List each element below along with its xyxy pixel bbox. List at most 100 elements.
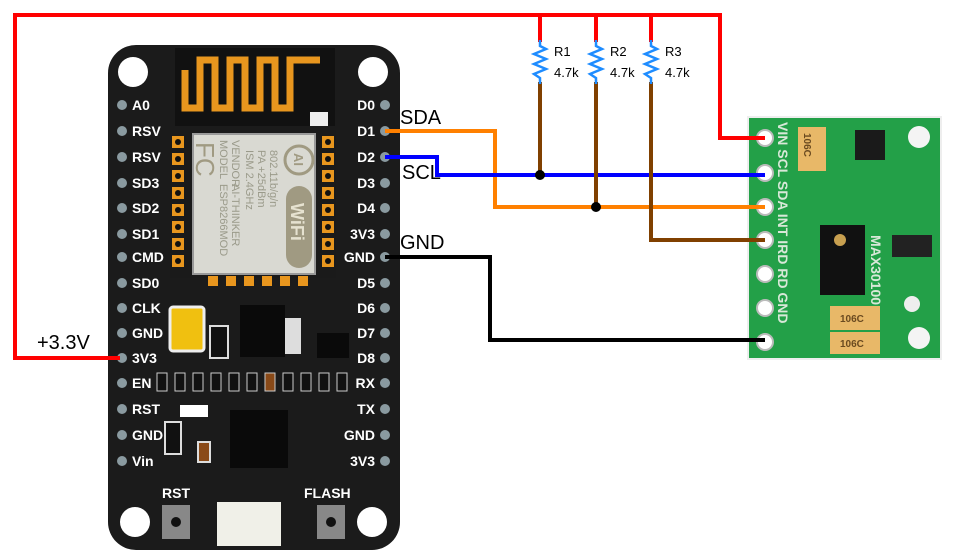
module-logo-fc: FC	[190, 142, 220, 177]
pin-left-rst	[117, 404, 127, 414]
pin-left-sd0	[117, 278, 127, 288]
pin-right-gnd	[380, 430, 390, 440]
smd-component	[282, 372, 294, 392]
pin-right-3v3	[380, 456, 390, 466]
capacitor	[168, 305, 206, 353]
sda-label: SDA	[400, 107, 442, 129]
pin-label: TX	[357, 401, 376, 417]
pin-label: SD2	[132, 200, 159, 216]
ai-logo	[283, 144, 315, 176]
resistor-zigzag	[586, 40, 606, 84]
resistor-zigzag	[530, 40, 550, 84]
pin-left-en	[117, 378, 127, 388]
flash-button-label: FLASH	[304, 485, 351, 501]
pin-label: GND	[132, 325, 163, 341]
pin-label: 3V3	[132, 350, 157, 366]
smd-component	[156, 372, 168, 392]
sda-junction	[591, 202, 601, 212]
pin-label: D0	[357, 97, 375, 113]
smd-component	[228, 372, 240, 392]
tantalum-capacitor	[830, 332, 880, 354]
module-text: ISM 2.4GHz	[243, 150, 255, 210]
capacitor-marking: 106C	[840, 339, 864, 350]
antenna-trace	[181, 56, 320, 112]
module-text: VENDOR	[229, 140, 241, 187]
module-text: ESP8266MOD	[217, 184, 229, 256]
pin-right-rx	[380, 378, 390, 388]
pin-left-rsv	[117, 152, 127, 162]
pin-right-d3	[380, 178, 390, 188]
pin-left-vin	[117, 456, 127, 466]
pin-left-gnd	[117, 430, 127, 440]
pin-label: D1	[357, 123, 375, 139]
pin-label: CLK	[132, 300, 161, 316]
pin-right-d0	[380, 100, 390, 110]
pin-label: SD3	[132, 175, 159, 191]
pin-label: RST	[132, 401, 160, 417]
smd-component	[210, 372, 222, 392]
power-wire	[13, 13, 765, 360]
gnd-wire	[385, 255, 765, 342]
pin-right-d6	[380, 303, 390, 313]
sensor-chip-label: MAX30100	[868, 235, 884, 305]
pin-label: RSV	[132, 149, 161, 165]
capacitor-marking: 106C	[840, 314, 864, 325]
module-pad	[244, 276, 254, 286]
ai-logo-text: AI	[291, 153, 306, 166]
scl-wire	[385, 155, 765, 177]
smd-component	[264, 372, 276, 392]
wifi-logo	[286, 186, 312, 268]
sda-wire	[385, 129, 765, 209]
pin-label: Vin	[132, 453, 154, 469]
svg-text:WiFi: WiFi	[287, 203, 307, 241]
module-text: MODEL	[217, 140, 229, 179]
pin-left-cmd	[117, 252, 127, 262]
voltage-regulator	[240, 305, 285, 357]
pin-left-clk	[117, 303, 127, 313]
usb-port	[217, 502, 281, 546]
pin-label: 3V3	[350, 453, 375, 469]
capacitor-marking: 106C	[801, 133, 812, 157]
rst-button[interactable]	[162, 505, 190, 539]
module-pad	[226, 276, 236, 286]
module-text: AI-THINKER	[229, 184, 241, 246]
sensor-pin-labels: VIN SCL SDA INT IRD RD GND	[775, 122, 791, 323]
resistor-value: 4.7k	[665, 65, 690, 80]
resistor-r3: R3 4.7k	[641, 40, 690, 84]
pin-label: 3V3	[350, 226, 375, 242]
pin-left-gnd	[117, 328, 127, 338]
resistor-name: R3	[665, 44, 682, 59]
pin-label: GND	[344, 427, 375, 443]
pin-left-sd1	[117, 229, 127, 239]
pin-label: SD0	[132, 275, 159, 291]
pin-label: EN	[132, 375, 151, 391]
tantalum-capacitor	[830, 306, 880, 330]
pin-label: D7	[357, 325, 375, 341]
pin-label: RSV	[132, 123, 161, 139]
module-pad	[298, 276, 308, 286]
pin-label: D6	[357, 300, 375, 316]
resistor-value: 4.7k	[554, 65, 579, 80]
pin-label: GND	[132, 427, 163, 443]
resistor-name: R2	[610, 44, 627, 59]
pin-right-d4	[380, 203, 390, 213]
resistor-name: R1	[554, 44, 571, 59]
module-text: PA +25dBm	[255, 150, 267, 208]
pin-left-sd2	[117, 203, 127, 213]
scl-label: SCL	[402, 162, 441, 184]
pin-left-rsv	[117, 126, 127, 136]
smd-component	[300, 372, 312, 392]
pin-label: GND	[344, 249, 375, 265]
pin-left-a0	[117, 100, 127, 110]
pin-label: D4	[357, 200, 375, 216]
pin-label: SD1	[132, 226, 159, 242]
sensor-pin-rd	[756, 299, 774, 317]
pin-label: CMD	[132, 249, 164, 265]
resistor-r1: R1 4.7k	[530, 40, 579, 84]
pin-label: D8	[357, 350, 375, 366]
resistor-r2: R24.7k	[586, 40, 635, 84]
flash-button[interactable]	[317, 505, 345, 539]
